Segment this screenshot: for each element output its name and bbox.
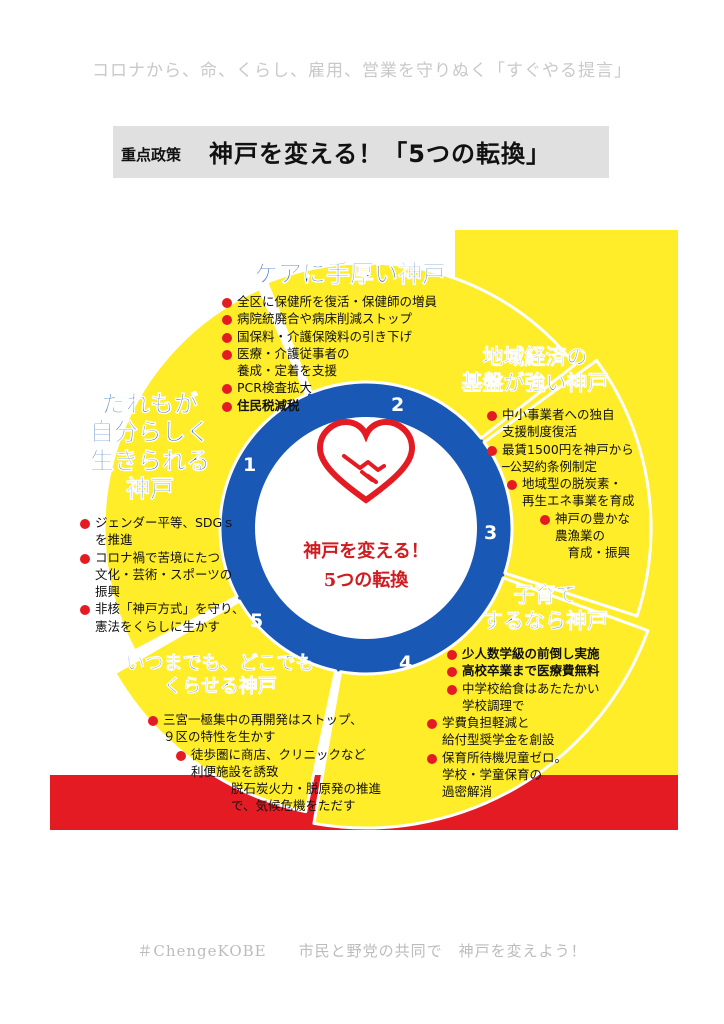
segment-2-sector (482, 358, 653, 618)
segment-3-title: 子育て するなら神戸 (450, 583, 640, 634)
center-line-1: 神戸を変える！ (303, 541, 429, 562)
segment-4-title-line: いつまでも、どこでも (125, 652, 315, 675)
segment-1-sector (265, 261, 577, 440)
wheel-graphic (50, 230, 678, 830)
segment-5-title-line: 自分らしく (90, 418, 211, 447)
segment-4-title-line: くらせる神戸 (163, 675, 277, 698)
title-bar: 重点政策 神戸を変える！「5つの転換」 (113, 126, 609, 178)
segment-5-title-line: だれもが (102, 390, 199, 419)
list-item: 非核「神戸方式」を守り、 憲法をくらしに生かす (80, 600, 245, 635)
list-item: コロナ禍で苦境にたつ 文化・芸術・スポーツの 振興 (80, 549, 245, 601)
segment-3-sector (312, 576, 650, 830)
list-item: 病院統廃合や病床削減ストップ (222, 310, 437, 327)
list-item: 学費負担軽減と 給付型奨学金を創設 (427, 714, 600, 749)
list-item: 三宮一極集中の再開発はストップ、 ９区の特性を生かす (148, 711, 381, 746)
list-item: 脱石炭火力・脱原発の推進 で、気候危機をただす (216, 780, 381, 815)
list-item: 地域型の脱炭素・ 再生エネ事業を育成 (507, 475, 635, 510)
center-title: 神戸を変える！ 5つの転換 (246, 538, 486, 596)
segment-5-title-line: 生きられる (90, 446, 211, 475)
list-item: 保育所待機児童ゼロ。 学校・学童保育の 過密解消 (427, 749, 600, 801)
page-title: 神戸を変える！「5つの転換」 (209, 140, 551, 168)
segment-3-number: 3 (484, 522, 498, 544)
segment-2-title-line: 地域経済の (482, 345, 588, 370)
list-item: 全区に保健所を復活・保健師の増員 (222, 293, 437, 310)
list-item: 最賃1500円を神戸から ─公契約条例制定 (487, 441, 635, 476)
segment-1-number: 1 (243, 454, 257, 476)
segment-4-sector (113, 599, 338, 814)
segment-2-number: 2 (391, 394, 405, 416)
policy-wheel-poster: ケアに手厚い神戸 全区に保健所を復活・保健師の増員 病院統廃合や病床削減ストップ… (50, 230, 678, 830)
heart-handshake-icon (316, 418, 416, 504)
segment-5-title-line: 神戸 (126, 474, 175, 504)
segment-1-title-line: ケアに手厚い神戸 (254, 260, 447, 289)
title-prefix: 重点政策 (121, 146, 182, 164)
list-item: 神戸の豊かな 農漁業の 育成・振興 (540, 510, 635, 562)
list-item: 中学校給食はあたたかい 学校調理で (447, 680, 600, 715)
segment-5-number: 5 (250, 610, 264, 632)
list-item: 高校卒業まで医療費無料 (447, 662, 600, 679)
segment-4-title: いつまでも、どこでも くらせる神戸 (95, 652, 345, 698)
segment-3-title-line: するなら神戸 (482, 608, 609, 633)
footer-slogan: ＃ChengeKOBE 市民と野党の共同で 神戸を変えよう！ (137, 942, 587, 960)
segment-2-title-line: 基盤が強い神戸 (461, 370, 609, 395)
segment-4-list: 三宮一極集中の再開発はストップ、 ９区の特性を生かす 徒歩圏に商店、クリニックな… (148, 711, 381, 815)
center-line-2: 5つの転換 (323, 569, 409, 591)
top-slogan: コロナから、命、くらし、雇用、営業を守りぬく「すぐやる提言」 (92, 61, 632, 81)
list-item: 徒歩圏に商店、クリニックなど 利便施設を誘致 (176, 746, 381, 781)
list-item: PCR検査拡大 (222, 379, 437, 396)
list-item: 少人数学級の前倒し実施 (447, 645, 600, 662)
segment-1-title: ケアに手厚い神戸 (220, 260, 480, 289)
list-item: 中小事業者への独自 支援制度復活 (487, 406, 635, 441)
segment-5-title: だれもが 自分らしく 生きられる 神戸 (75, 390, 225, 504)
segment-2-title: 地域経済の 基盤が強い神戸 (430, 345, 640, 396)
segment-1-list: 全区に保健所を復活・保健師の増員 病院統廃合や病床削減ストップ 国保料・介護保険… (222, 293, 437, 414)
segment-2-list: 中小事業者への独自 支援制度復活 最賃1500円を神戸から ─公契約条例制定 地… (487, 406, 635, 561)
segment-3-title-line: 子育て (513, 583, 577, 608)
segment-3-list: 少人数学級の前倒し実施 高校卒業まで医療費無料 中学校給食はあたたかい 学校調理… (427, 645, 600, 800)
segment-5-list: ジェンダー平等、SDGｓ を推進 コロナ禍で苦境にたつ 文化・芸術・スポーツの … (80, 514, 245, 635)
center-disc (255, 417, 477, 639)
list-item: 国保料・介護保険料の引き下げ (222, 328, 437, 345)
list-item: ジェンダー平等、SDGｓ を推進 (80, 514, 245, 549)
list-item: 住民税減税 (222, 397, 437, 414)
segment-4-number: 4 (399, 652, 413, 674)
list-item: 医療・介護従事者の 養成・定着を支援 (222, 345, 437, 380)
